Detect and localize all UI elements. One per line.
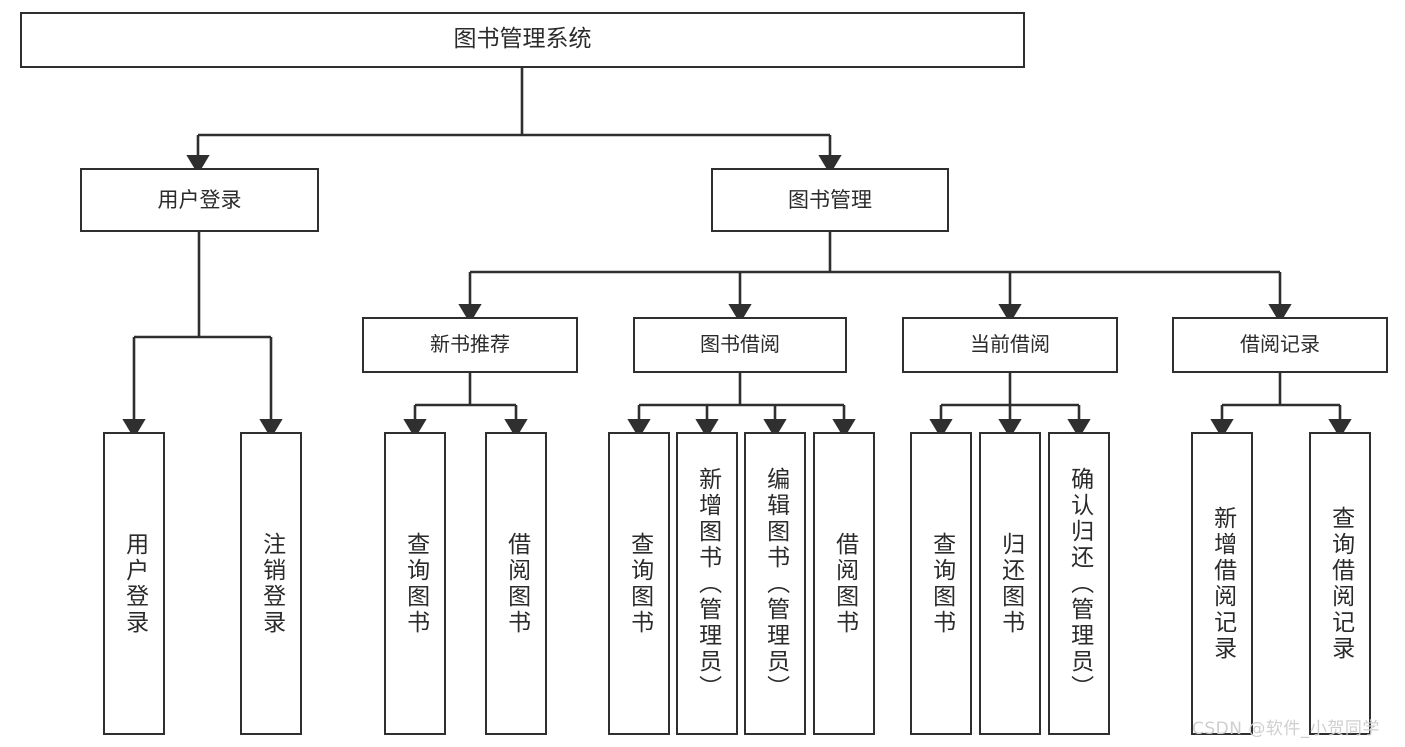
node-label: 借阅记录 bbox=[1240, 332, 1320, 357]
leaf-add-borrow-record[interactable]: 新增借阅记录 bbox=[1191, 432, 1253, 735]
leaf-query-borrow-record[interactable]: 查询借阅记录 bbox=[1309, 432, 1371, 735]
node-label: 新增图书（管理员） bbox=[694, 466, 721, 701]
node-user-login[interactable]: 用户登录 bbox=[80, 168, 319, 232]
node-book-borrow[interactable]: 图书借阅 bbox=[633, 317, 847, 373]
leaf-add-book-admin[interactable]: 新增图书（管理员） bbox=[676, 432, 738, 735]
leaf-query-book-recommend[interactable]: 查询图书 bbox=[384, 432, 446, 735]
node-label: 查询图书 bbox=[928, 531, 955, 636]
node-label: 查询图书 bbox=[402, 531, 429, 636]
node-book-management-system[interactable]: 图书管理系统 bbox=[20, 12, 1025, 68]
node-label: 新书推荐 bbox=[430, 332, 510, 357]
node-label: 新增借阅记录 bbox=[1209, 505, 1236, 662]
node-label: 借阅图书 bbox=[503, 531, 530, 636]
leaf-borrow-book[interactable]: 借阅图书 bbox=[813, 432, 875, 735]
leaf-borrow-book-recommend[interactable]: 借阅图书 bbox=[485, 432, 547, 735]
node-current-borrow[interactable]: 当前借阅 bbox=[902, 317, 1118, 373]
node-book-management[interactable]: 图书管理 bbox=[711, 168, 949, 232]
node-label: 注销登录 bbox=[258, 531, 285, 636]
leaf-return-book[interactable]: 归还图书 bbox=[979, 432, 1041, 735]
leaf-query-book-current[interactable]: 查询图书 bbox=[910, 432, 972, 735]
node-label: 查询借阅记录 bbox=[1327, 505, 1354, 662]
leaf-logout[interactable]: 注销登录 bbox=[240, 432, 302, 735]
node-borrow-record[interactable]: 借阅记录 bbox=[1172, 317, 1388, 373]
leaf-query-book[interactable]: 查询图书 bbox=[608, 432, 670, 735]
leaf-edit-book-admin[interactable]: 编辑图书（管理员） bbox=[744, 432, 806, 735]
node-label: 归还图书 bbox=[997, 531, 1024, 636]
csdn-watermark: CSDN @软件_小贺同学 bbox=[1192, 719, 1380, 739]
node-label: 图书管理 bbox=[788, 187, 872, 212]
node-label: 确认归还（管理员） bbox=[1066, 466, 1093, 701]
node-label: 编辑图书（管理员） bbox=[762, 466, 789, 701]
node-label: 用户登录 bbox=[121, 531, 148, 636]
leaf-user-login[interactable]: 用户登录 bbox=[103, 432, 165, 735]
node-new-book-recommend[interactable]: 新书推荐 bbox=[362, 317, 578, 373]
node-label: 用户登录 bbox=[157, 187, 242, 212]
node-label: 借阅图书 bbox=[831, 531, 858, 636]
node-label: 查询图书 bbox=[626, 531, 653, 636]
node-label: 图书借阅 bbox=[700, 332, 780, 357]
node-label: 图书管理系统 bbox=[453, 26, 592, 53]
node-label: 当前借阅 bbox=[970, 332, 1050, 357]
leaf-confirm-return-admin[interactable]: 确认归还（管理员） bbox=[1048, 432, 1110, 735]
